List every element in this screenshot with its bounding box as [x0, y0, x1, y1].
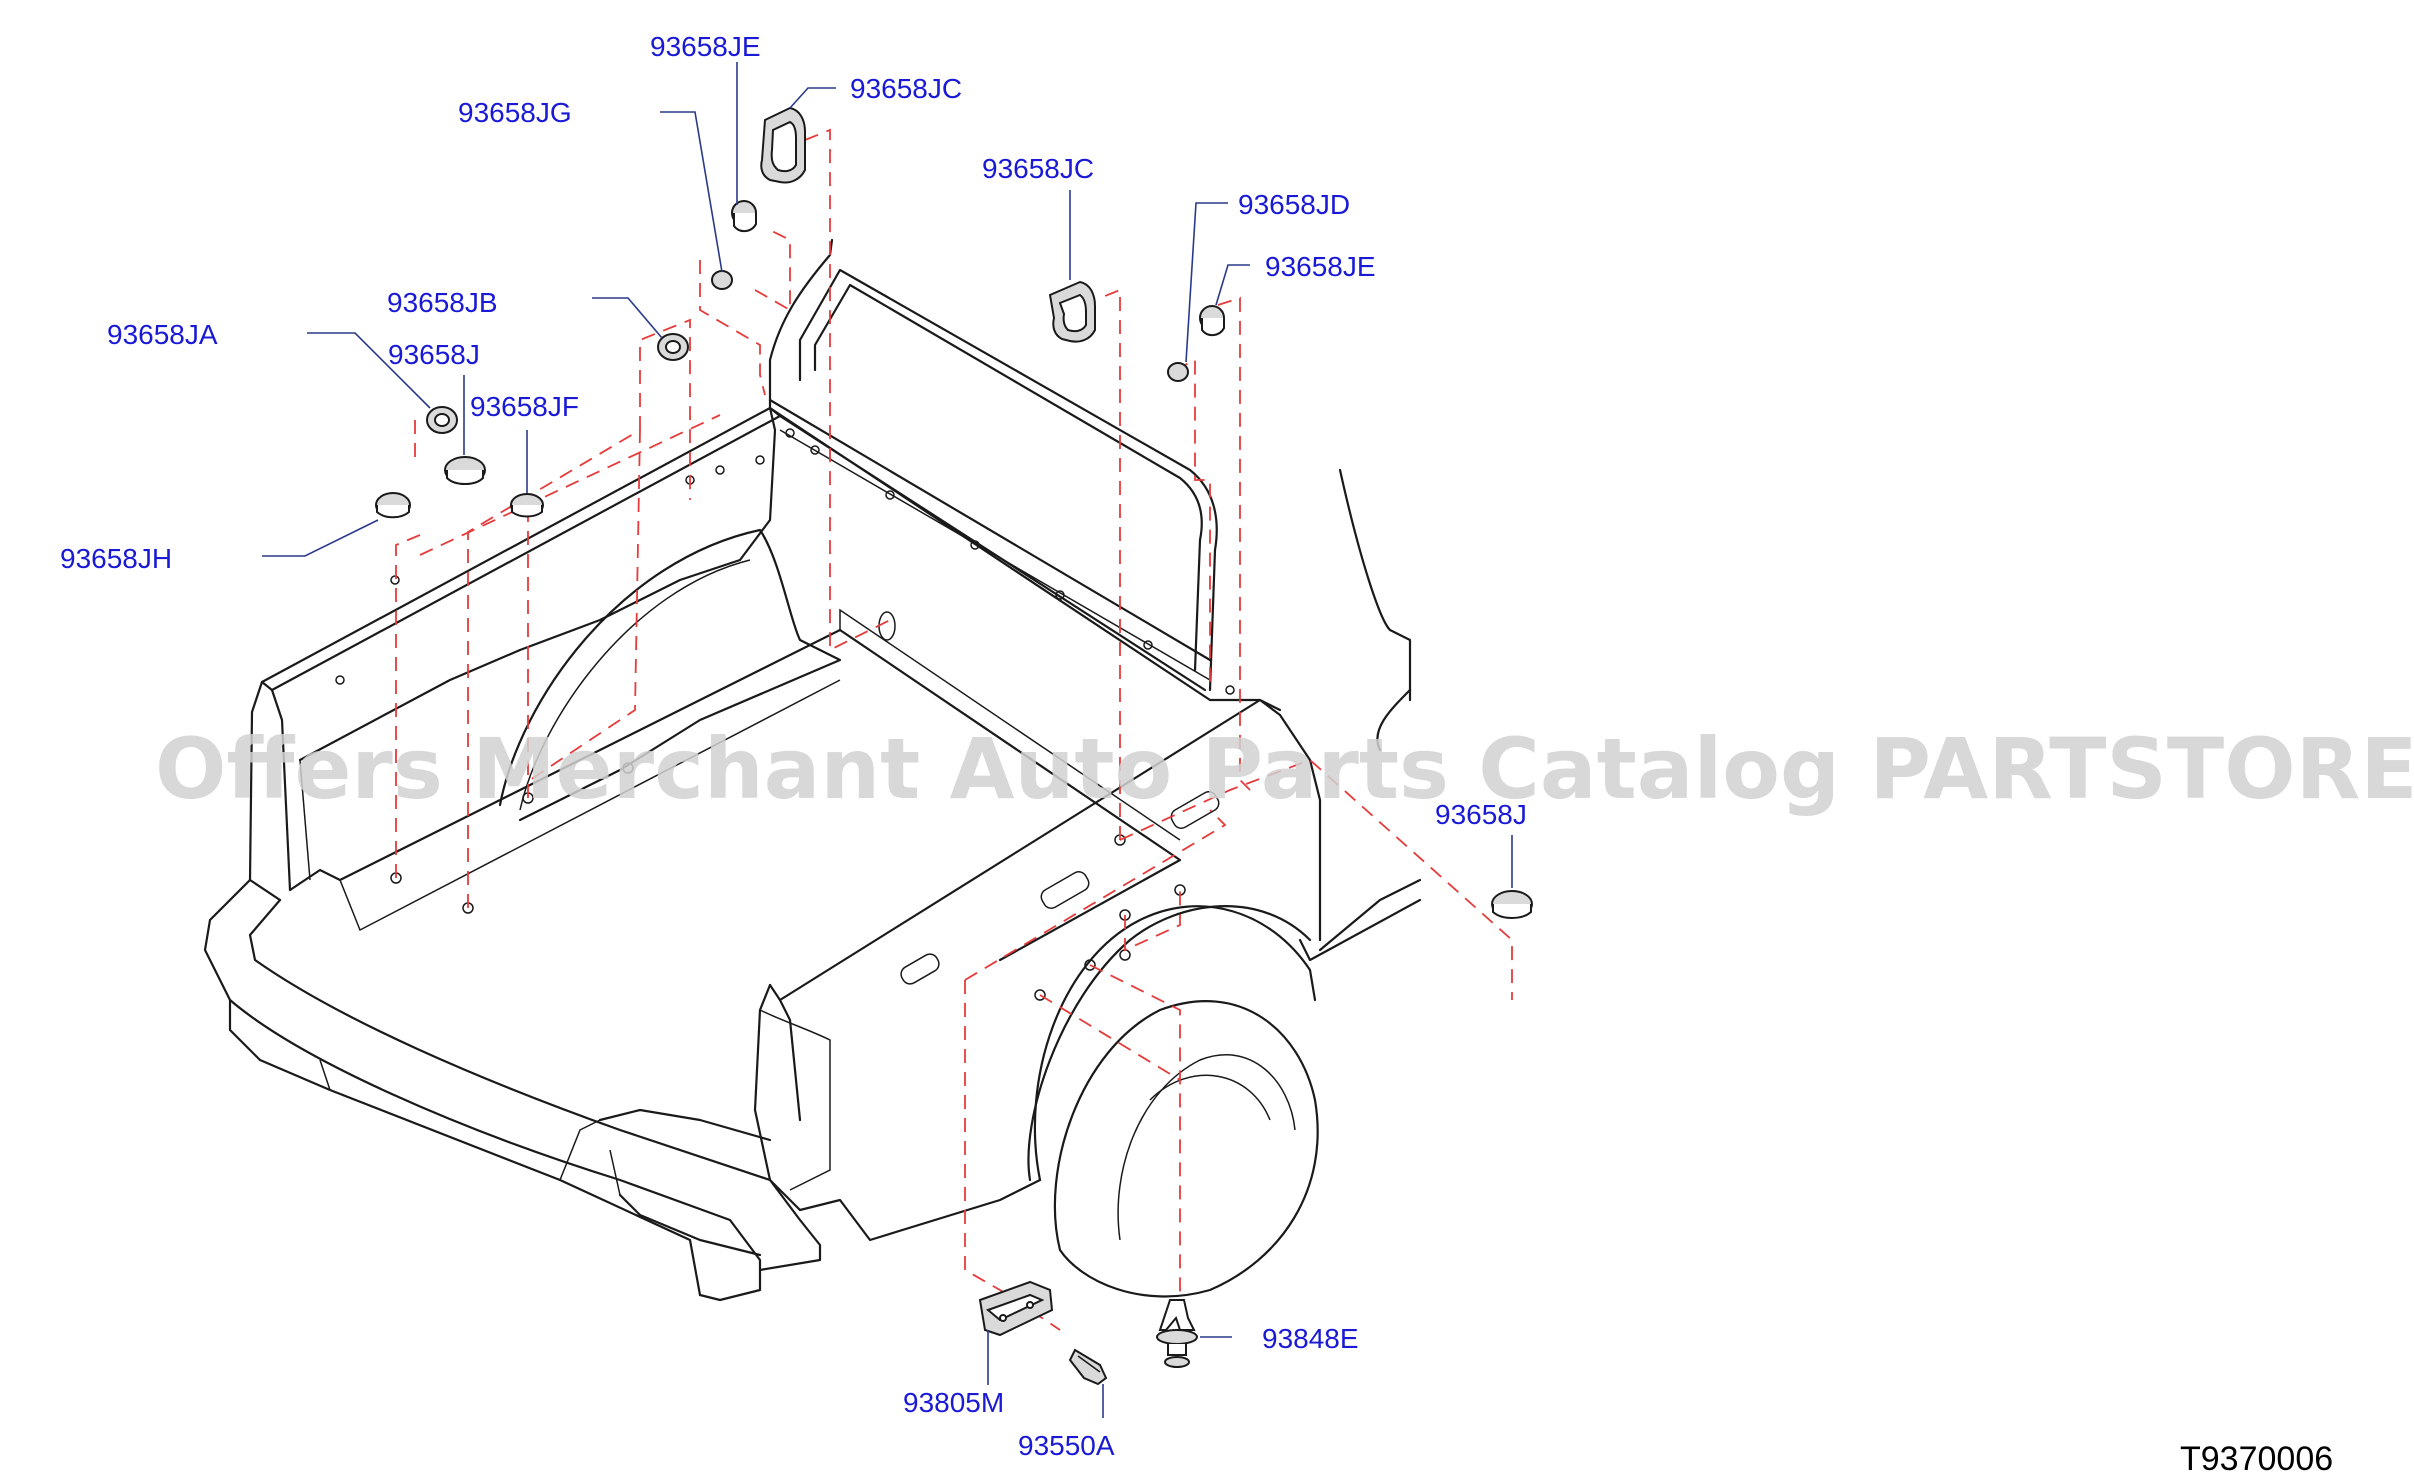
part-93658jd [1167, 362, 1189, 382]
part-93658jc-top [760, 106, 806, 184]
truck-bed-drawing [203, 238, 1422, 1302]
part-93658j [444, 456, 486, 485]
callout-93658j-right: 93658J [1435, 799, 1527, 830]
part-93658je-right [1199, 305, 1225, 336]
part-93658jc-mid [1048, 280, 1096, 343]
part-93658ja [426, 406, 458, 434]
part-93550a [1068, 1348, 1108, 1386]
part-93658jb [657, 333, 689, 361]
part-93848e [1156, 1299, 1198, 1368]
callout-93658je-right: 93658JE [1265, 251, 1376, 282]
callout-93848e: 93848E [1262, 1323, 1359, 1354]
part-93658jf [510, 493, 544, 518]
callout-93658jc-mid: 93658JC [982, 153, 1094, 184]
callout-93805m: 93805M [903, 1387, 1004, 1418]
callout-93658je-top: 93658JE [650, 31, 761, 62]
callout-93658jc-top: 93658JC [850, 73, 962, 104]
part-93658je-top [731, 200, 757, 232]
reference-code: T9370006 [2180, 1440, 2333, 1478]
callout-93658jf: 93658JF [470, 391, 579, 422]
watermark: Offers Merchant Auto Parts Catalog PARTS… [155, 720, 2414, 818]
callout-93658jg: 93658JG [458, 97, 572, 128]
callout-93658jd: 93658JD [1238, 189, 1350, 220]
callout-93658ja: 93658JA [107, 319, 218, 350]
callout-93658jb: 93658JB [387, 287, 498, 318]
dashed-installation-lines [395, 128, 1513, 1331]
leader-lines [262, 62, 1513, 1418]
callout-93658jh: 93658JH [60, 543, 172, 574]
part-93658jg [711, 270, 733, 290]
callout-labels: 93658JE 93658JC 93658JG 93658JC 93658JD … [60, 31, 1527, 1461]
callout-93550a: 93550A [1018, 1430, 1115, 1461]
callout-93658j: 93658J [388, 339, 480, 370]
part-93658jh [375, 492, 411, 519]
part-93658j-right [1491, 890, 1533, 919]
part-93805m [978, 1280, 1054, 1337]
